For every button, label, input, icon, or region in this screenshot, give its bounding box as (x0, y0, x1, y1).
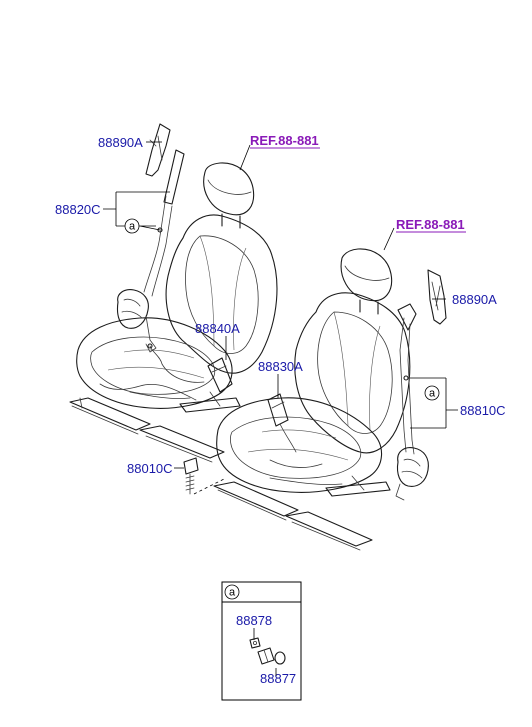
part-label-88890a-right[interactable]: 88890A (452, 292, 497, 307)
part-label-88877[interactable]: 88877 (260, 671, 296, 686)
part-label-88878[interactable]: 88878 (236, 613, 272, 628)
part-label-88890a-left[interactable]: 88890A (98, 135, 143, 150)
bolt-88877-icon (257, 647, 286, 676)
part-label-88810c[interactable]: 88810C (460, 403, 506, 418)
callout-left: a (124, 218, 140, 234)
part-label-88840a[interactable]: 88840A (195, 321, 240, 336)
callout-right: a (424, 385, 440, 401)
bolt-88010c-illustration (183, 457, 227, 495)
callout-left-letter: a (129, 221, 136, 233)
detail-box-a: a 88878 88877 (221, 581, 302, 701)
part-label-88010c[interactable]: 88010C (127, 461, 173, 476)
ref-label-right[interactable]: REF.88-881 (396, 217, 465, 232)
nut-88878-icon (249, 637, 261, 649)
leader-lines (103, 141, 458, 469)
part-label-88820c[interactable]: 88820C (55, 202, 101, 217)
right-seatbelt-assembly (395, 269, 447, 501)
left-seatbelt-assembly (116, 123, 185, 353)
ref-label-left[interactable]: REF.88-881 (250, 133, 319, 148)
detail-box-marker: a (229, 587, 236, 599)
right-seat-illustration (213, 248, 411, 551)
part-label-88830a[interactable]: 88830A (258, 359, 303, 374)
callout-right-letter: a (429, 388, 436, 400)
left-seat-illustration (69, 162, 278, 463)
